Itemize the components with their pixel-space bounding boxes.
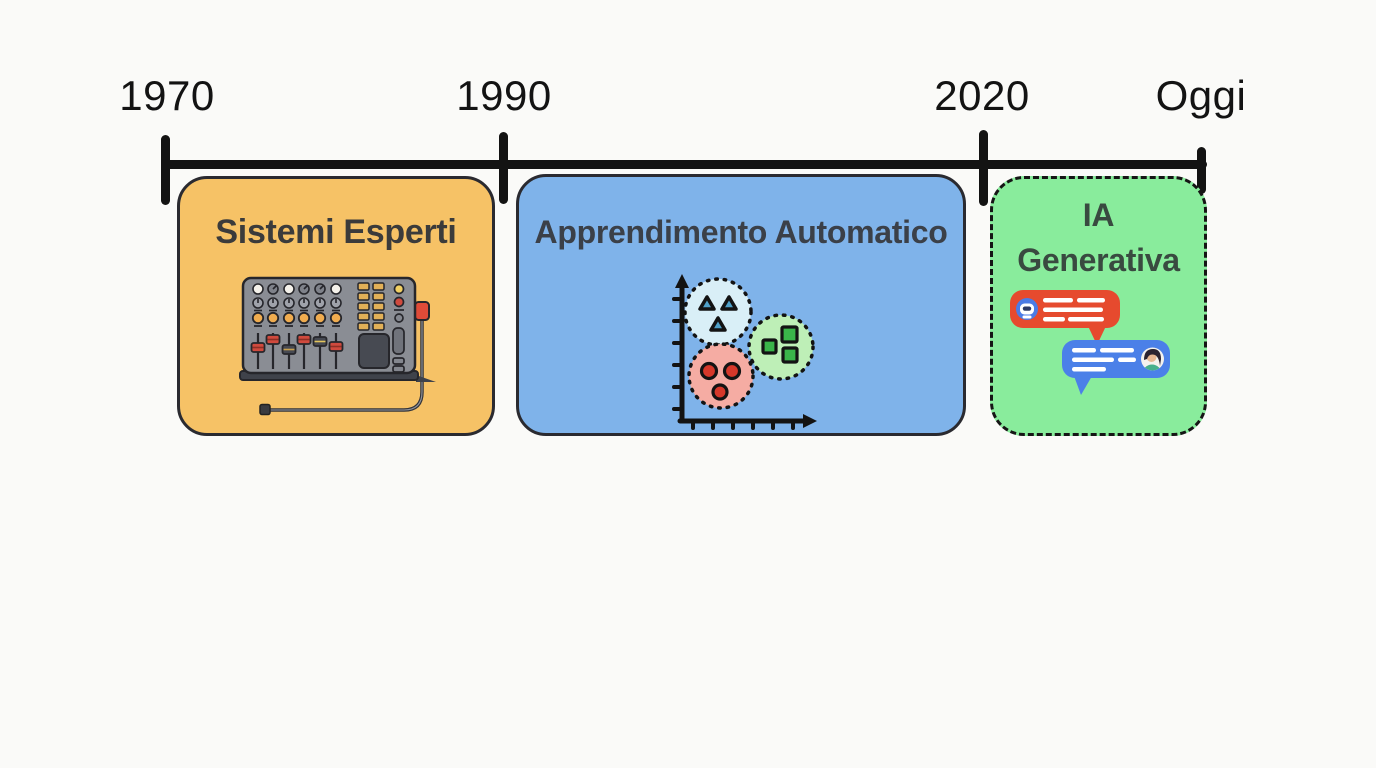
cluster-squares [747, 313, 815, 381]
cluster-scatter-plot-icon [672, 274, 817, 430]
era-card-apprendimento-automatico: Apprendimento Automatico [516, 174, 966, 436]
timeline-tick-1990 [499, 132, 508, 204]
timeline-tick-oggi [1197, 147, 1206, 194]
cluster-triangles [683, 277, 753, 347]
user-chat-bubble [1062, 340, 1170, 395]
user-avatar-icon [1141, 347, 1164, 371]
timeline-tick-1970 [161, 135, 170, 205]
mixing-console-icon [239, 276, 436, 416]
cluster-circles [687, 342, 755, 410]
era-card-sistemi-esperti: Sistemi Esperti [177, 176, 495, 436]
era-title-line-2: Generativa [1017, 242, 1180, 279]
timeline-label-1990: 1990 [456, 72, 552, 119]
era-title-line-1: IA [1082, 197, 1115, 233]
timeline-label-2020: 2020 [934, 72, 1030, 119]
era-title-apprendimento-automatico: Apprendimento Automatico [534, 214, 948, 250]
chat-bubbles-icon [1010, 290, 1170, 395]
timeline-axis [163, 160, 1207, 169]
cable-plug-icon [259, 403, 271, 416]
era-title-sistemi-esperti: Sistemi Esperti [215, 213, 457, 251]
bot-chat-bubble [1010, 290, 1120, 345]
timeline-label-1970: 1970 [119, 72, 215, 119]
era-card-ia-generativa: IA Generativa [990, 176, 1207, 436]
timeline-tick-2020 [979, 130, 988, 206]
era-title-ia-generativa: IA Generativa [993, 193, 1204, 284]
timeline-label-oggi: Oggi [1155, 72, 1247, 119]
